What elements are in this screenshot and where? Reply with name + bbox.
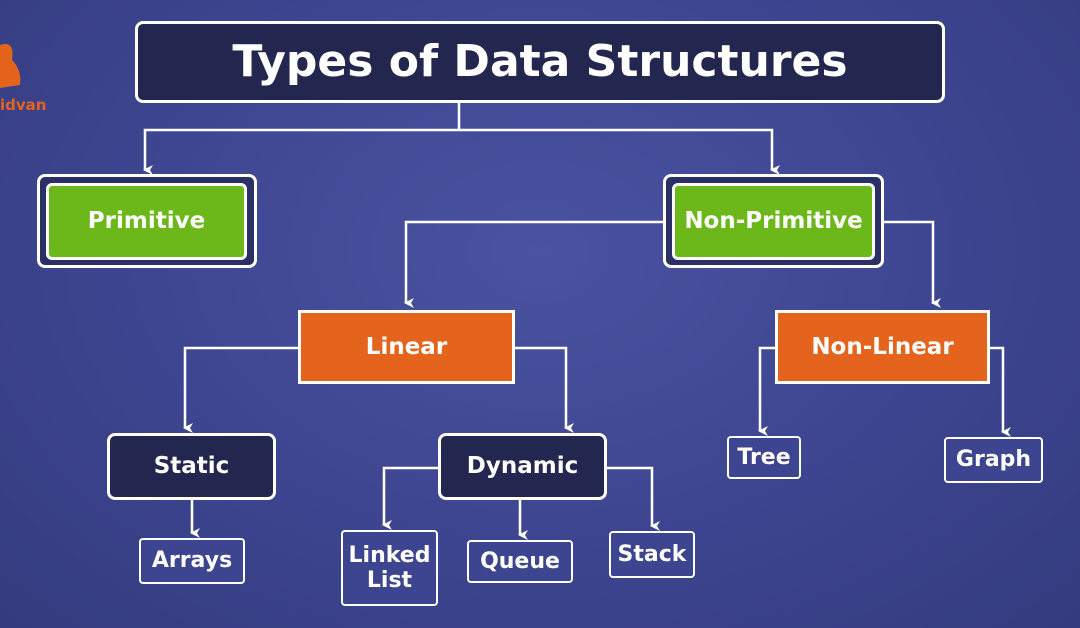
- logo-text: idvan: [0, 96, 47, 114]
- connector-dynamic-linkedlist: [382, 466, 438, 530]
- connector-np-nonlinear: [884, 220, 941, 308]
- node-tree: Tree: [727, 436, 801, 479]
- meditating-figure-icon: [0, 44, 21, 88]
- node-graph: Graph: [944, 437, 1043, 483]
- node-stack: Stack: [609, 531, 695, 578]
- node-queue: Queue: [467, 540, 573, 583]
- connector-nonlinear-graph: [990, 346, 1011, 437]
- connector-np-linear: [404, 220, 663, 308]
- connector-title-nonprimitive: [459, 128, 780, 175]
- title-box: Types of Data Structures: [135, 21, 945, 103]
- connector-linear-dynamic: [515, 346, 574, 433]
- connector-dynamic-stack: [607, 466, 660, 531]
- logo: idvan: [0, 40, 46, 114]
- node-arrays: Arrays: [139, 538, 245, 584]
- connector-nonlinear-tree: [758, 346, 775, 436]
- node-non-linear: Non-Linear: [775, 310, 990, 384]
- connector-linear-static: [183, 346, 298, 433]
- node-dynamic: Dynamic: [438, 433, 607, 500]
- page-title: Types of Data Structures: [232, 35, 848, 87]
- node-linked-list: Linked List: [341, 530, 438, 606]
- node-linear: Linear: [298, 310, 515, 384]
- node-non-primitive: Non-Primitive: [672, 183, 875, 260]
- node-primitive: Primitive: [46, 183, 247, 260]
- connector-title-primitive: [143, 103, 461, 175]
- node-static: Static: [107, 433, 276, 500]
